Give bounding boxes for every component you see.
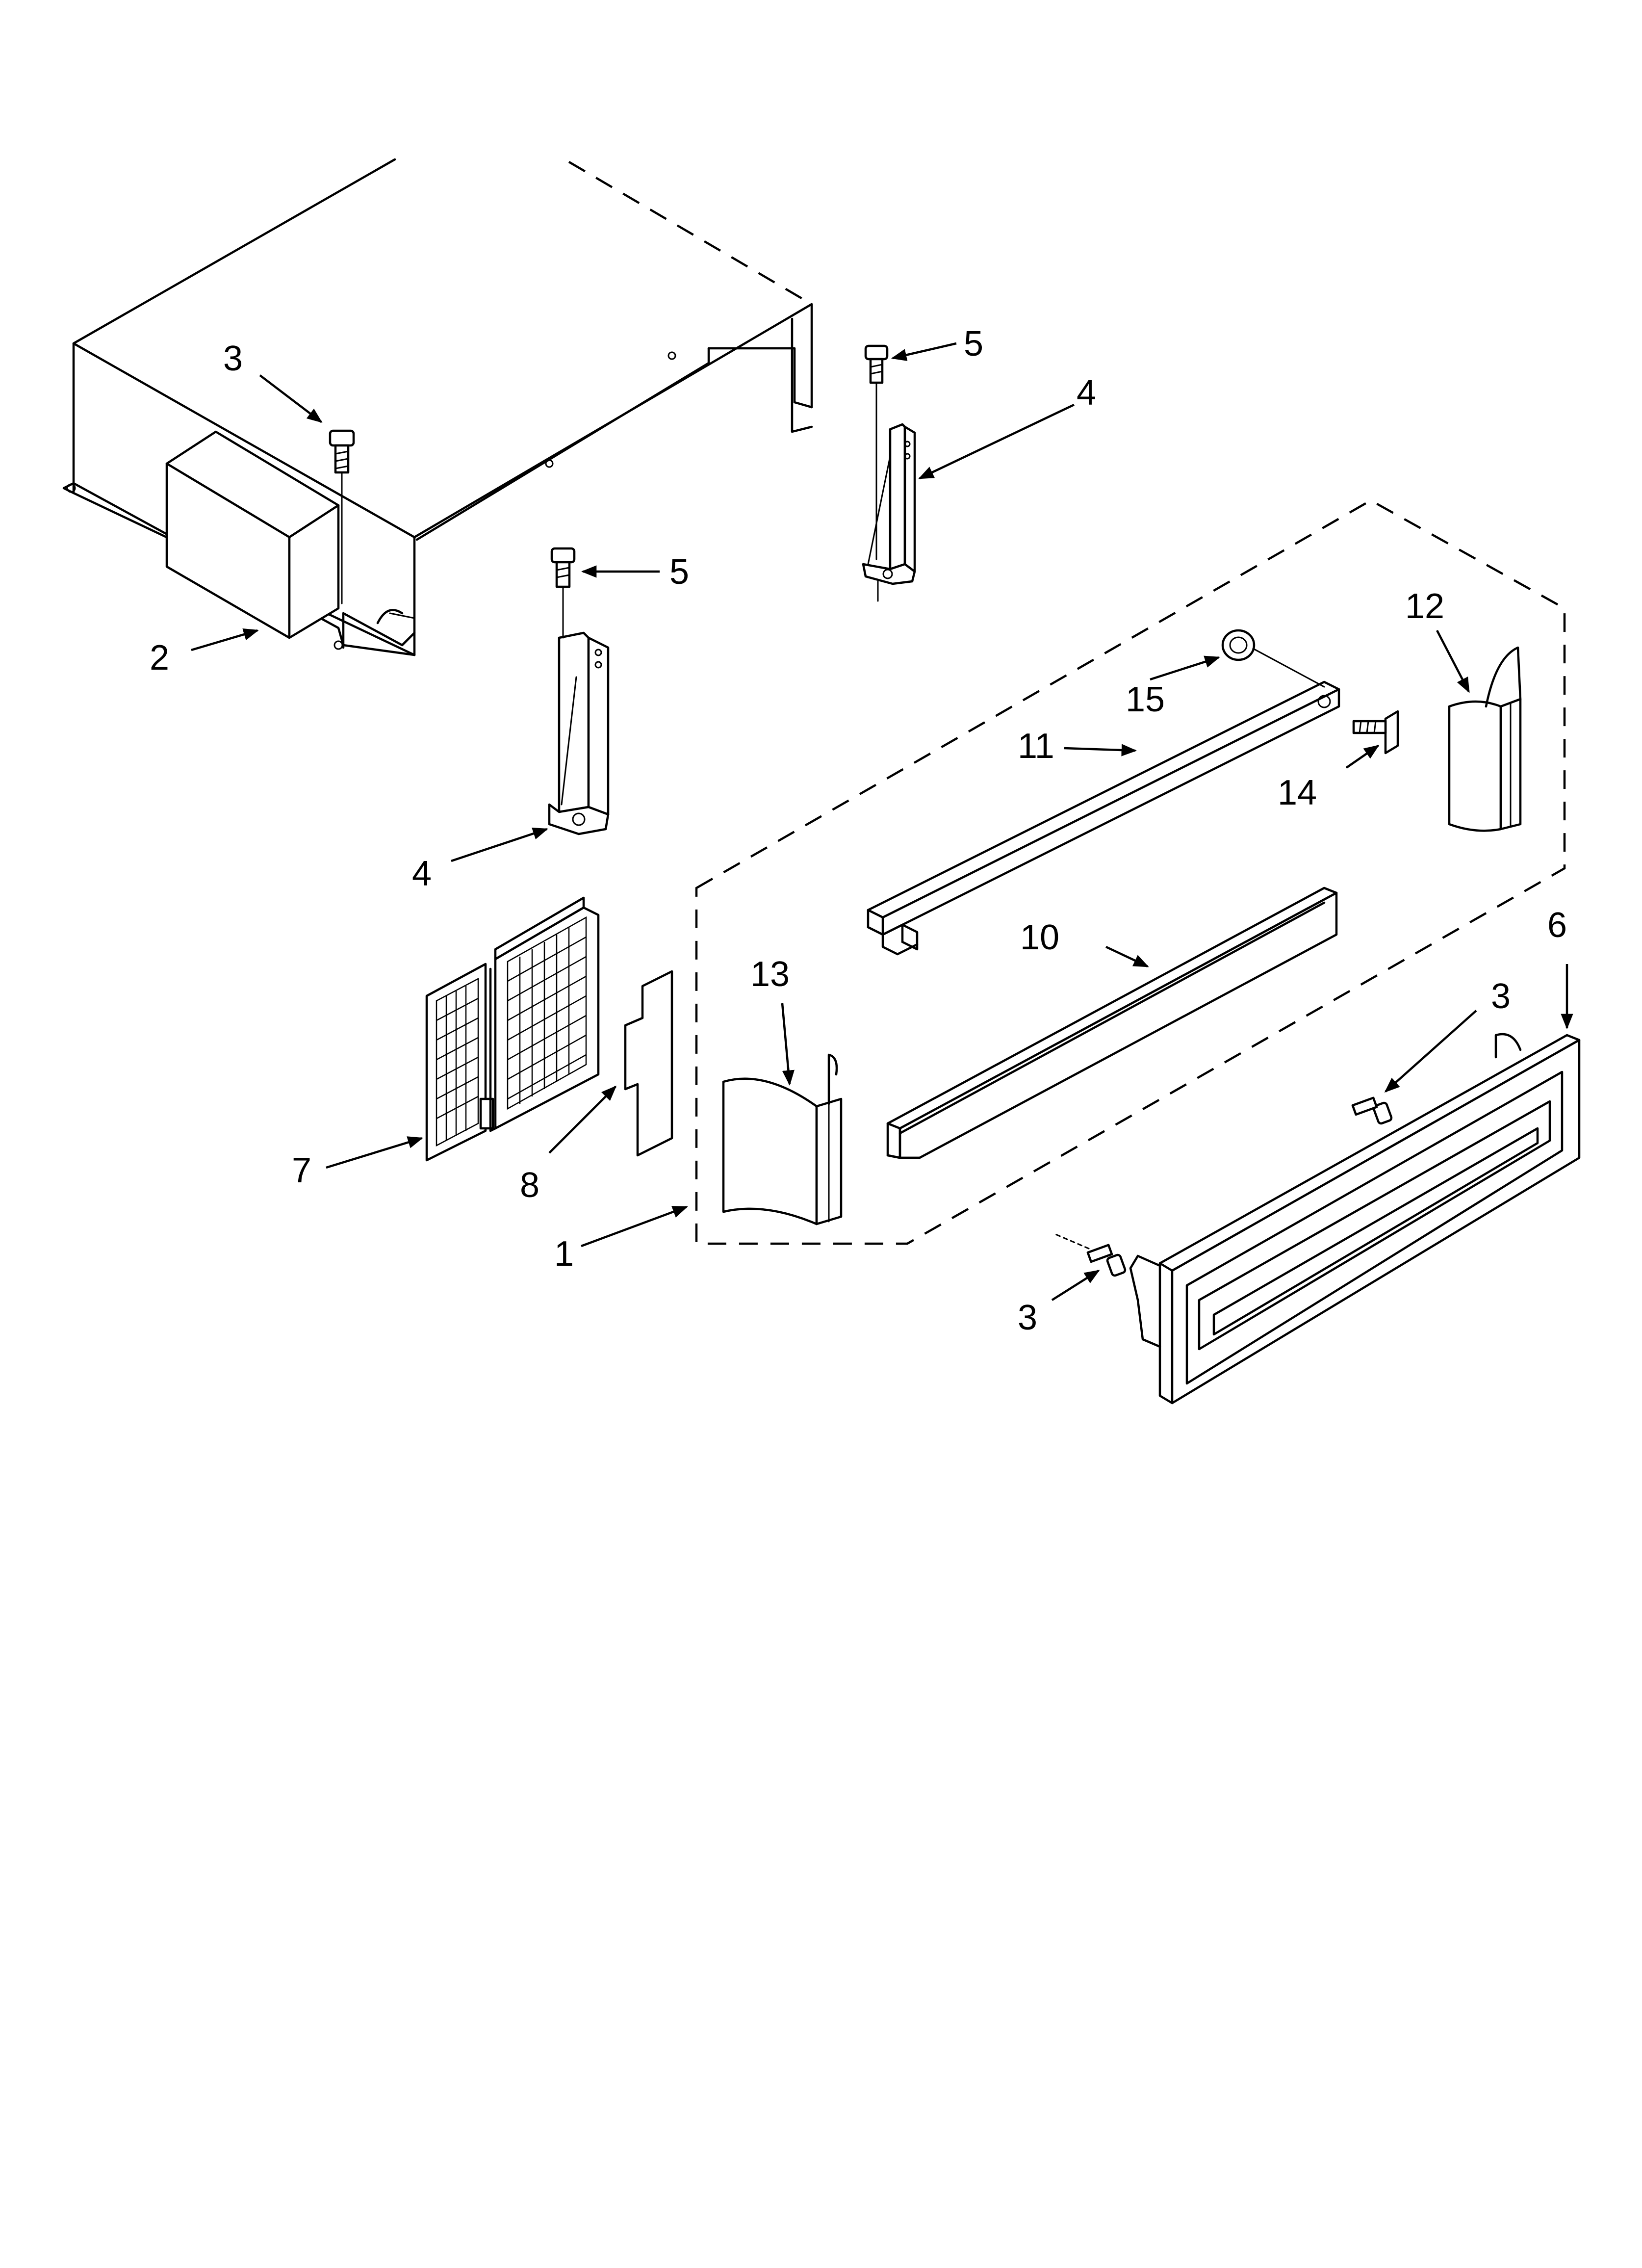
- front-grille: [1129, 1033, 1581, 1405]
- screw-icon: [329, 429, 355, 604]
- callout-6: 6: [1547, 906, 1567, 945]
- callout-5-left: 5: [669, 552, 689, 592]
- screw-icon: [1351, 1096, 1393, 1125]
- filter-frame: [489, 896, 600, 1132]
- callout-15: 15: [1126, 680, 1165, 719]
- callout-1: 1: [554, 1234, 574, 1274]
- screw-icon: [864, 344, 889, 560]
- callout-11: 11: [1018, 727, 1054, 766]
- callout-3-top: 3: [223, 339, 243, 378]
- callout-10: 10: [1020, 918, 1059, 957]
- callout-leaders: [191, 342, 1573, 1301]
- bracket-right: [862, 423, 916, 602]
- screw-icon: [550, 547, 576, 639]
- callout-13: 13: [750, 955, 790, 994]
- control-box: [165, 430, 340, 639]
- curved-panel-left: [722, 1053, 843, 1225]
- callout-7: 7: [292, 1151, 311, 1190]
- callout-4-left: 4: [412, 854, 432, 893]
- bolt-icon: [1352, 710, 1399, 755]
- callout-8: 8: [520, 1166, 539, 1205]
- insulation-sheet: [624, 970, 673, 1157]
- curved-panel-right: [1448, 646, 1522, 832]
- callout-3-right: 3: [1491, 977, 1511, 1016]
- lower-channel: [886, 886, 1338, 1159]
- screw-icon: [1053, 1233, 1127, 1277]
- callout-4-right: 4: [1077, 373, 1096, 413]
- callout-5-right: 5: [964, 324, 983, 364]
- callout-14: 14: [1278, 773, 1317, 812]
- kit-outline: [695, 499, 1566, 1245]
- nut-icon: [1221, 629, 1325, 688]
- bracket-left: [548, 631, 610, 835]
- upper-channel: [867, 680, 1340, 956]
- callout-12: 12: [1405, 587, 1444, 626]
- filter-grille: [425, 963, 494, 1162]
- callout-3-bottom: 3: [1018, 1298, 1037, 1337]
- callout-2: 2: [150, 638, 169, 678]
- cabinet-housing: [62, 158, 813, 656]
